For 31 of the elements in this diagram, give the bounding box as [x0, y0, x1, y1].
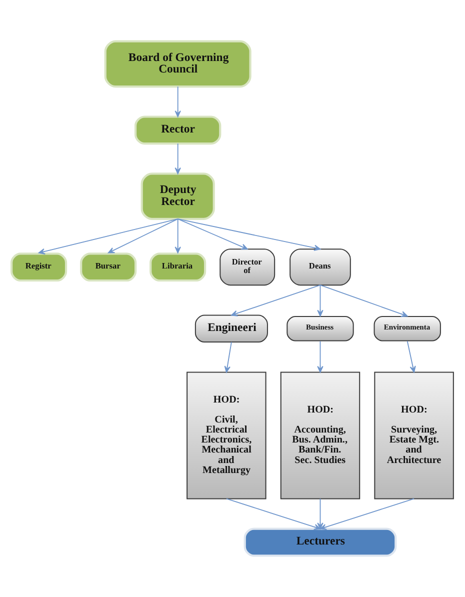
node-box: HOD: Surveying, Estate Mgt. and Architecture [374, 372, 454, 500]
node-box: Registr [10, 252, 68, 282]
arrow [317, 340, 324, 373]
node-box: Environmenta [374, 316, 441, 342]
arrow [177, 218, 321, 251]
node-box: HOD: Accounting, Bus. Admin., Bank/Fin. Sec. Studies [280, 372, 360, 500]
node-box: Engineeri [194, 314, 268, 343]
arrow [320, 498, 415, 530]
node-box: Libraria [150, 252, 206, 282]
arrow [320, 284, 408, 318]
node-box: Business [286, 316, 354, 342]
node-box: Bursar [80, 252, 137, 282]
node-box: Board of Governing Council [104, 40, 252, 88]
arrow [231, 284, 321, 316]
arrow [174, 143, 181, 174]
arrow [406, 340, 416, 373]
arrow [226, 498, 321, 530]
arrow [174, 86, 181, 118]
arrow [38, 218, 178, 254]
node-box: Deputy Rector [140, 172, 215, 220]
node-box: Director of [220, 248, 276, 286]
node-box: Lecturers [244, 528, 397, 557]
arrow [174, 218, 181, 254]
arrow [224, 342, 232, 373]
arrow [177, 218, 248, 250]
node-box: Rector [134, 116, 222, 145]
arrow [108, 218, 178, 254]
node-box: Deans [290, 248, 351, 286]
node-box: HOD: Civil, Electrical Electronics, Mechanical and Metallurgy [186, 372, 266, 500]
arrow [317, 284, 324, 317]
arrow [317, 498, 324, 530]
